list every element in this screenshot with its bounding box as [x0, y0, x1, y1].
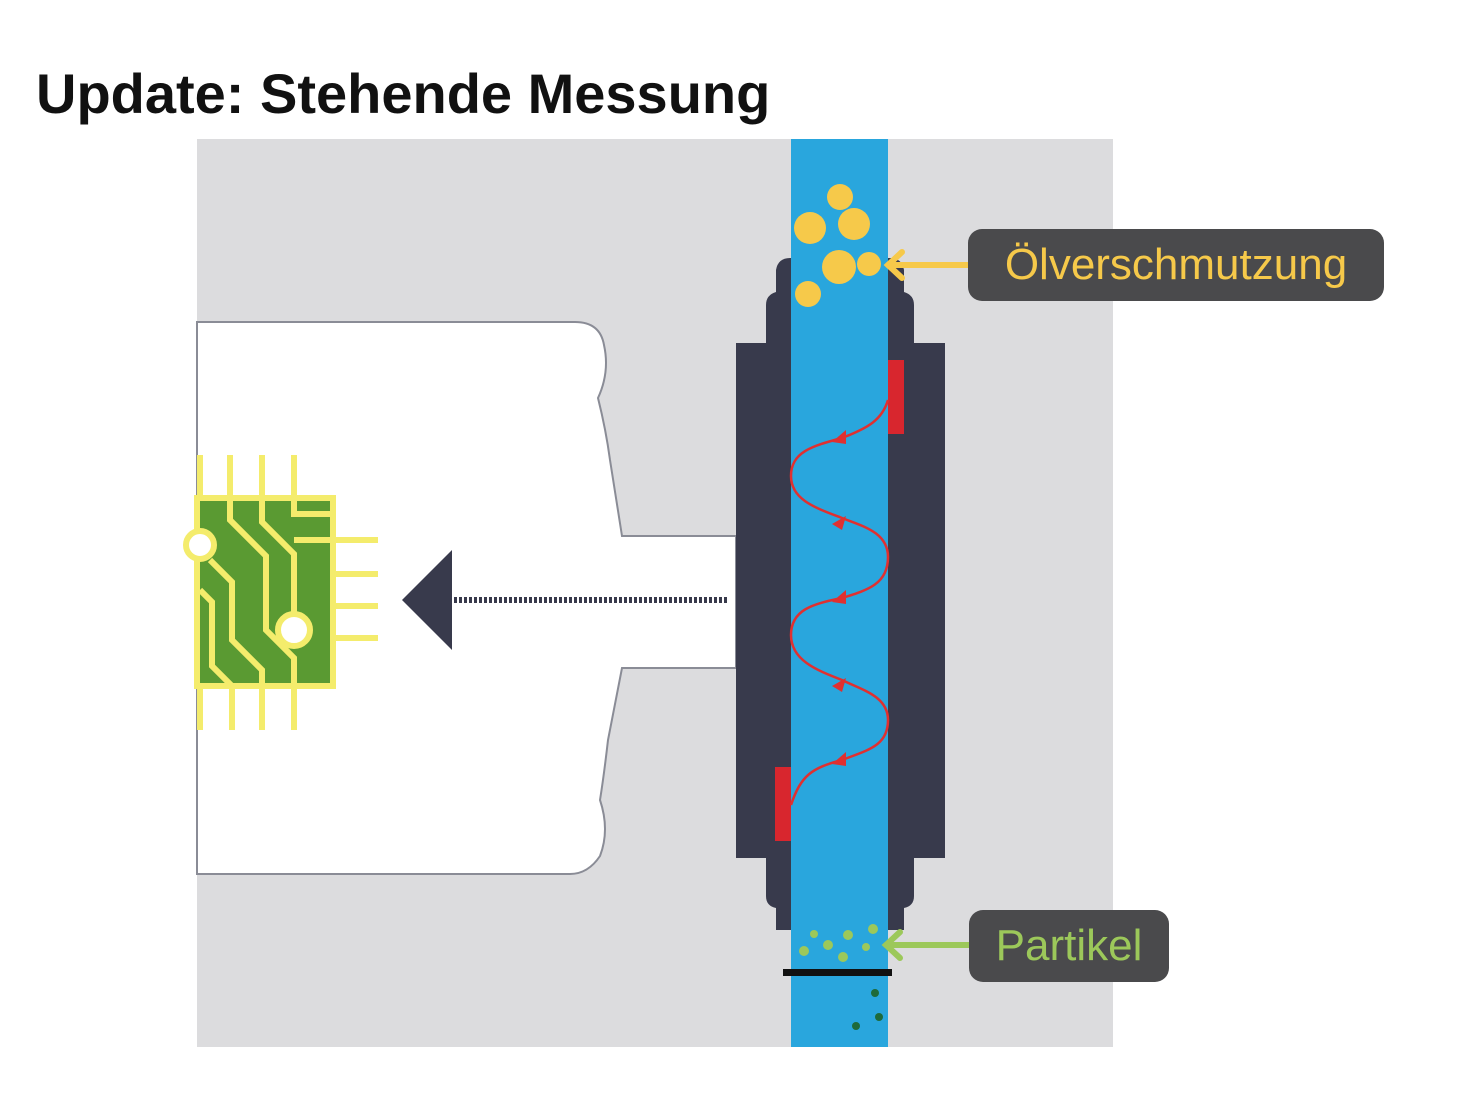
- page-title: Update: Stehende Messung: [36, 62, 771, 125]
- transducer-bottom: [775, 767, 791, 841]
- filter-bar: [783, 969, 892, 976]
- oil-contamination-label: Ölverschmutzung: [968, 229, 1384, 301]
- wave-arrowheads: [832, 430, 846, 766]
- signal-arrow-icon: [402, 550, 728, 650]
- transducer-top: [888, 360, 904, 434]
- oil-callout-arrow: [883, 249, 971, 281]
- particles-after-filter: [852, 989, 883, 1030]
- particle-label: Partikel: [969, 910, 1169, 982]
- particles-before-filter: [799, 924, 878, 962]
- circuit-board-icon: [183, 455, 378, 730]
- particle-callout-arrow: [881, 929, 972, 961]
- oil-droplets: [794, 184, 881, 307]
